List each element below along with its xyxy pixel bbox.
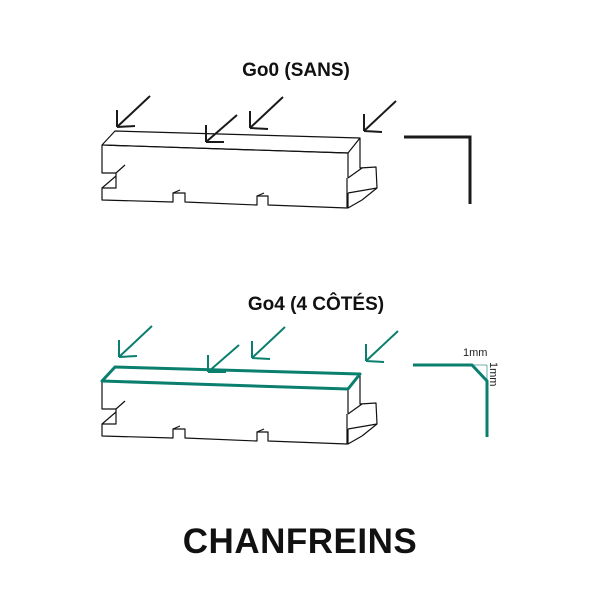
dimension-vertical: 1mm <box>487 362 499 386</box>
variant-title-go4: Go4 (4 CÔTÉS) <box>247 294 385 315</box>
square-edge-profile <box>404 135 472 204</box>
chamfer-edge-profile <box>413 363 489 437</box>
arrows-go4 <box>118 325 399 373</box>
board-go4 <box>101 366 378 445</box>
variant-title-go0: Go0 (SANS) <box>242 60 350 81</box>
chamfered-edges <box>100 365 362 391</box>
diagram-title: CHANFREINS <box>182 522 418 561</box>
board-go0 <box>101 130 378 209</box>
dimension-horizontal: 1mm <box>463 347 487 359</box>
